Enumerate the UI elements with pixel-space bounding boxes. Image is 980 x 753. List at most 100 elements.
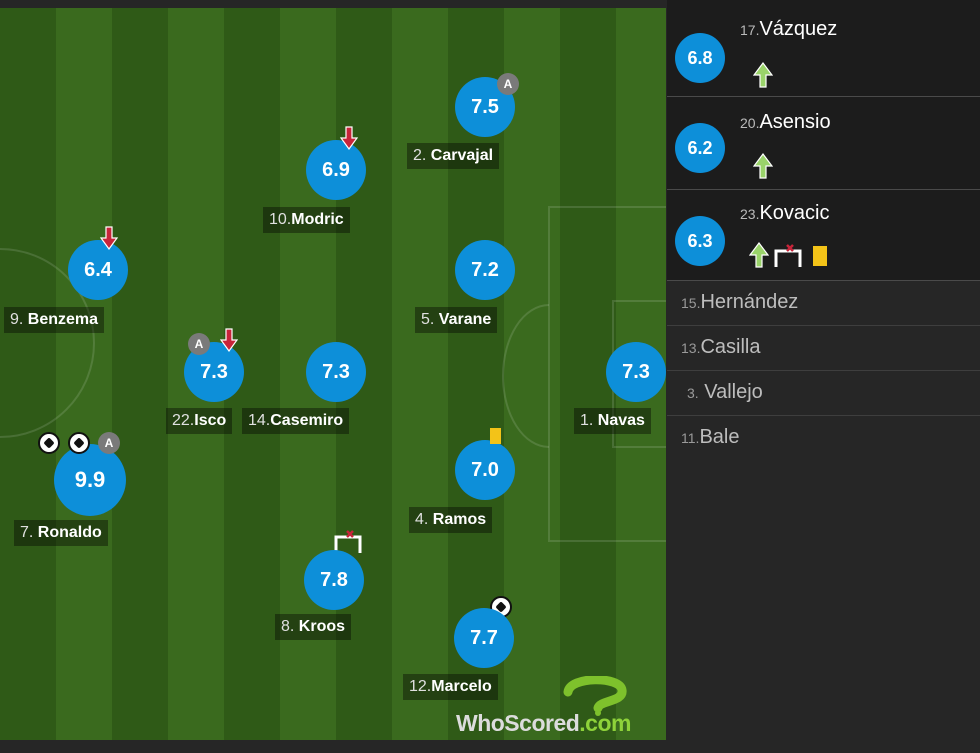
sub-on-icon bbox=[753, 153, 773, 179]
bench-name: 15.Hernández bbox=[681, 291, 798, 314]
player-number: 9. bbox=[10, 311, 24, 328]
bench-number: 15. bbox=[681, 295, 701, 311]
sub-row[interactable]: 6.8 17.Vázquez bbox=[667, 0, 980, 97]
player-name: 2. Carvajal bbox=[407, 143, 500, 169]
player-number: 7. bbox=[20, 524, 34, 541]
player-name-text: Modric bbox=[291, 211, 344, 228]
goal-icon bbox=[38, 432, 60, 454]
bench-row[interactable]: 13.Casilla bbox=[667, 326, 980, 371]
penalty-box bbox=[548, 206, 666, 542]
rating-bubble: 6.3 bbox=[675, 216, 725, 266]
bench-name: 13.Casilla bbox=[681, 336, 761, 359]
sub-name: 23.Kovacic bbox=[740, 202, 830, 225]
player-name-text: Navas bbox=[597, 412, 645, 429]
pitch: 7.5 A 2. Carvajal 6.9 10.Modric 6.4 9. B… bbox=[0, 8, 666, 740]
whoscored-logo: WhoScored.com bbox=[456, 676, 656, 736]
bench-name: 3. Vallejo bbox=[687, 381, 763, 404]
player-card[interactable]: 6.4 9. Benzema bbox=[4, 226, 160, 356]
player-name-text: Ramos bbox=[432, 511, 487, 528]
question-mark-icon bbox=[563, 676, 627, 716]
player-number: 4. bbox=[415, 511, 429, 528]
player-name-text: Isco bbox=[194, 412, 227, 429]
player-card[interactable]: 7.2 5. Varane bbox=[415, 234, 545, 364]
yellow-card-icon bbox=[813, 246, 827, 266]
logo-word-a: WhoScored bbox=[456, 710, 580, 736]
rating-bubble: 6.8 bbox=[675, 33, 725, 83]
bench-row[interactable]: 15.Hernández bbox=[667, 281, 980, 326]
player-number: 12. bbox=[409, 678, 432, 695]
player-name-text: Kroos bbox=[298, 618, 346, 635]
captain-icon: A bbox=[188, 333, 210, 355]
sub-name-text: Asensio bbox=[759, 111, 831, 133]
captain-icon: A bbox=[497, 73, 519, 95]
player-name: 12.Marcelo bbox=[403, 674, 498, 700]
sub-name-text: Vázquez bbox=[759, 18, 838, 40]
player-name: 14.Casemiro bbox=[242, 408, 350, 434]
bench-number: 11. bbox=[681, 430, 700, 446]
substitutes-panel: 6.8 17.Vázquez 6.2 20.Asensio 6.3 23.Kov… bbox=[667, 0, 980, 465]
bench-row[interactable]: 11.Bale bbox=[667, 416, 980, 460]
player-name-text: Varane bbox=[438, 311, 492, 328]
player-name-text: Ronaldo bbox=[37, 524, 102, 541]
player-card[interactable]: 7.8 8. Kroos bbox=[275, 528, 405, 658]
player-name: 9. Benzema bbox=[4, 307, 105, 333]
sub-row[interactable]: 6.3 23.Kovacic bbox=[667, 190, 980, 281]
bench-number: 13. bbox=[681, 340, 701, 356]
bench-name-text: Casilla bbox=[700, 336, 761, 358]
player-card[interactable]: 7.5 A 2. Carvajal bbox=[407, 73, 545, 203]
player-number: 5. bbox=[421, 311, 435, 328]
sub-on-icon bbox=[753, 62, 773, 88]
logo-wordmark: WhoScored.com bbox=[456, 710, 631, 737]
goal-icon bbox=[68, 432, 90, 454]
assist-icon bbox=[334, 530, 362, 553]
player-card[interactable]: 7.3 A 22.Isco bbox=[150, 328, 280, 458]
sub-row[interactable]: 6.2 20.Asensio bbox=[667, 97, 980, 190]
sub-name: 17.Vázquez bbox=[740, 18, 837, 41]
sub-off-icon bbox=[220, 328, 238, 352]
rating-bubble: 7.0 bbox=[455, 440, 515, 500]
rating-bubble: 7.3 bbox=[306, 342, 366, 402]
player-name-text: Carvajal bbox=[430, 147, 494, 164]
player-card[interactable]: 9.9 A 7. Ronaldo bbox=[10, 428, 140, 558]
rating-bubble: 9.9 bbox=[54, 444, 126, 516]
player-name-text: Casemiro bbox=[270, 412, 344, 429]
player-number: 2. bbox=[413, 147, 427, 164]
sub-off-icon bbox=[100, 226, 118, 250]
player-name: 8. Kroos bbox=[275, 614, 352, 640]
bench-row[interactable]: 3. Vallejo bbox=[667, 371, 980, 416]
player-name: 22.Isco bbox=[166, 408, 233, 434]
logo-word-b: .com bbox=[579, 710, 631, 736]
player-name: 1. Navas bbox=[574, 408, 651, 434]
player-card[interactable]: 7.3 1. Navas bbox=[570, 342, 666, 472]
player-name: 5. Varane bbox=[415, 307, 498, 333]
player-card[interactable]: 7.0 4. Ramos bbox=[409, 428, 545, 558]
player-name-text: Marcelo bbox=[431, 678, 492, 695]
sub-number: 17. bbox=[740, 22, 760, 38]
rating-bubble: 6.9 bbox=[306, 140, 366, 200]
captain-icon: A bbox=[98, 432, 120, 454]
sub-name: 20.Asensio bbox=[740, 111, 831, 134]
bench-name-text: Bale bbox=[699, 426, 740, 448]
bench-name-text: Hernández bbox=[700, 291, 799, 313]
assist-icon bbox=[774, 244, 802, 267]
rating-bubble: 7.7 bbox=[454, 608, 514, 668]
yellow-card-icon bbox=[490, 428, 501, 444]
rating-bubble: 7.8 bbox=[304, 550, 364, 610]
bench-number: 3. bbox=[687, 385, 699, 401]
rating-bubble: 7.3 bbox=[606, 342, 666, 402]
player-name-text: Benzema bbox=[27, 311, 99, 328]
player-card[interactable]: 7.3 14.Casemiro bbox=[242, 342, 398, 472]
player-name: 4. Ramos bbox=[409, 507, 493, 533]
player-card[interactable]: 6.9 10.Modric bbox=[263, 126, 398, 256]
sub-number: 23. bbox=[740, 206, 760, 222]
player-card[interactable]: 7.7 12.Marcelo bbox=[403, 594, 545, 724]
sub-off-icon bbox=[340, 126, 358, 150]
player-name: 7. Ronaldo bbox=[14, 520, 108, 546]
rating-bubble: 6.2 bbox=[675, 123, 725, 173]
bench-name: 11.Bale bbox=[681, 426, 739, 449]
sub-on-icon bbox=[749, 242, 769, 268]
player-name: 10.Modric bbox=[263, 207, 350, 233]
sub-number: 20. bbox=[740, 115, 760, 131]
rating-bubble: 7.2 bbox=[455, 240, 515, 300]
player-number: 22. bbox=[172, 412, 195, 429]
